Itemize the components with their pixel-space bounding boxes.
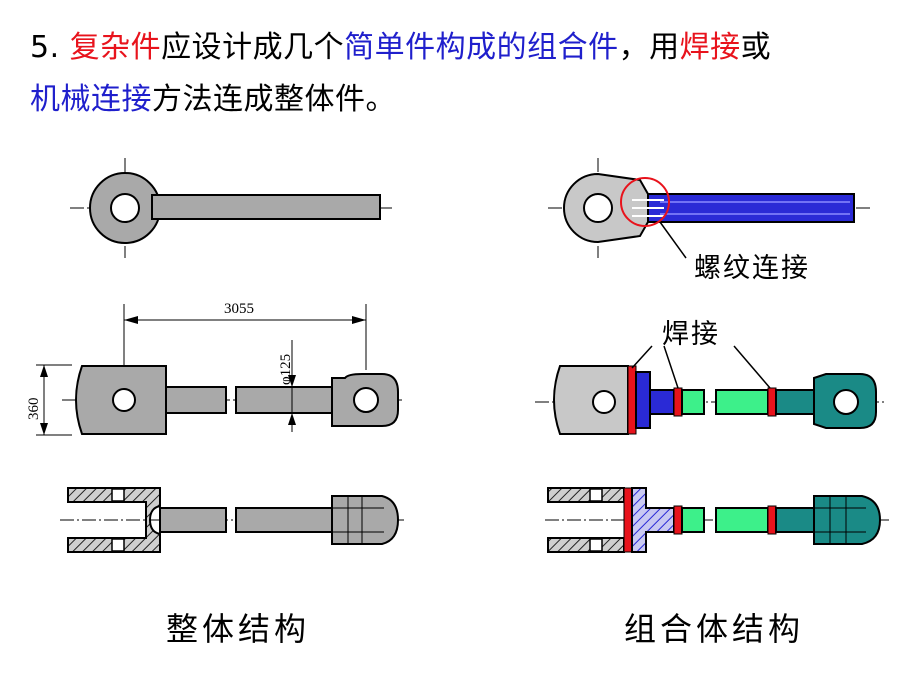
assembled-front-view [535, 345, 885, 435]
integral-rod-top-view [70, 158, 395, 258]
integral-front-view: 3055 360 φ125 [26, 301, 402, 436]
heading-text-2: ，用 [618, 30, 680, 65]
heading-text-4: 方法连成整体件。 [152, 82, 396, 117]
slide-heading: 5. 复杂件应设计成几个简单件构成的组合件，用焊接或机械连接方法连成整体件。 [30, 22, 900, 126]
dimension-diameter: φ125 [278, 354, 294, 385]
callout-weld: 焊接 [662, 319, 720, 350]
integral-section-view [60, 487, 405, 553]
heading-text-3: 或 [740, 30, 772, 65]
item-number: 5. [30, 30, 70, 65]
dimension-length: 3055 [224, 301, 254, 317]
caption-integral-structure: 整体结构 [166, 610, 311, 648]
dimension-height: 360 [26, 398, 42, 421]
heading-text-1: 应设计成几个 [161, 30, 345, 65]
assembled-rod-top-view [548, 158, 870, 259]
term-complex-part: 复杂件 [69, 30, 162, 65]
callout-thread-joint: 螺纹连接 [694, 253, 810, 284]
term-welding: 焊接 [679, 30, 741, 65]
caption-assembled-structure: 组合体结构 [624, 610, 805, 648]
term-simple-parts: 简单件构成的组合件 [344, 30, 619, 65]
assembled-section-view [545, 487, 890, 553]
term-mechanical-joint: 机械连接 [30, 82, 152, 117]
